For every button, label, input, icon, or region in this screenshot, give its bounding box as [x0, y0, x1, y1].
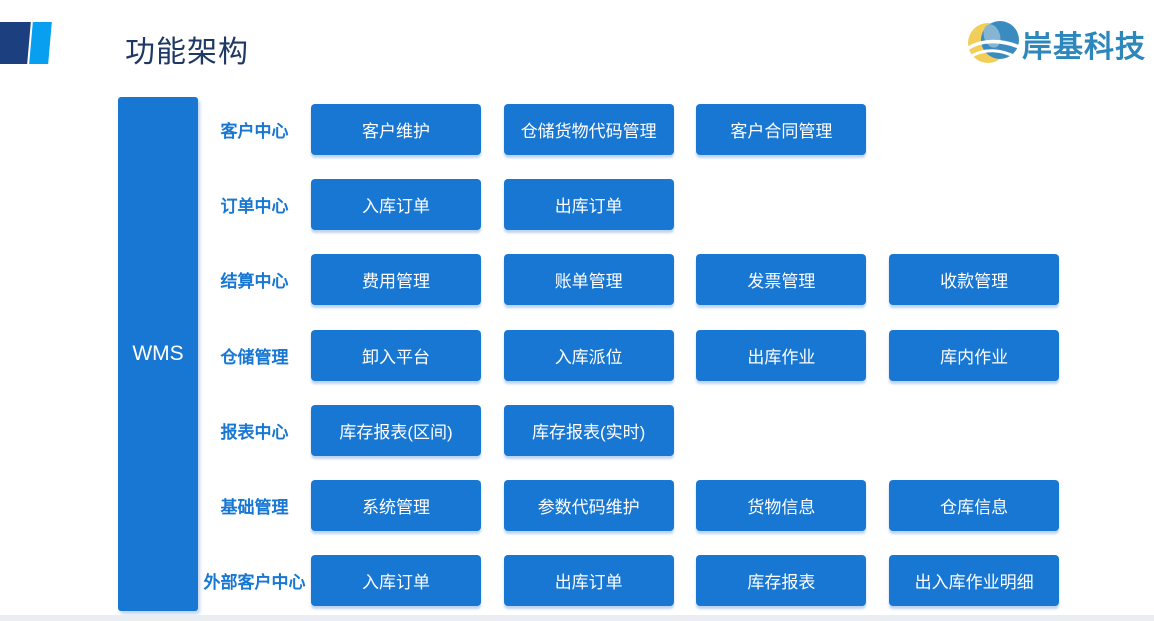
diagram-rows: 客户中心客户维护仓储货物代码管理客户合同管理订单中心入库订单出库订单结算中心费用…	[198, 97, 1078, 611]
page-title: 功能架构	[125, 36, 249, 69]
diagram-row: 基础管理 系统管理参数代码维护货物信息仓库信息	[198, 480, 1078, 531]
module-box: 发票管理	[696, 254, 867, 306]
category-label: 仓储管理	[220, 347, 289, 367]
module-box: 客户维护	[311, 104, 481, 155]
module-box: 仓储货物代码管理	[503, 104, 674, 155]
category-label: 外部客户中心	[203, 573, 306, 593]
category-label: 订单中心	[220, 197, 289, 217]
diagram-row: 订单中心 入库订单出库订单	[198, 179, 1078, 231]
diagram-row: 报表中心 库存报表(区间) 库存报表(实时)	[198, 404, 1078, 456]
module-box: 库内作业	[889, 329, 1060, 381]
accent-bar-light	[29, 22, 52, 64]
module-box: 出入库作业明细	[889, 555, 1060, 607]
module-box: 系统管理	[311, 480, 481, 531]
module-box: 出库订单	[503, 179, 674, 231]
diagram-row: 结算中心 费用管理账单管理发票管理收款管理	[198, 254, 1078, 306]
diagram-row: 外部客户中心入库订单出库订单库存报表出入库作业明细	[198, 555, 1078, 607]
module-box: 客户合同管理	[696, 104, 867, 155]
module-box: 出库订单	[503, 555, 674, 607]
module-box: 库存报表(实时)	[503, 404, 674, 456]
module-box: 费用管理	[311, 254, 481, 306]
module-box: 收款管理	[889, 254, 1060, 306]
category-label: 报表中心	[220, 422, 289, 442]
architecture-diagram: WMS 客户中心客户维护仓储货物代码管理客户合同管理订单中心入库订单出库订单结算…	[118, 97, 1078, 611]
module-box: 库存报表	[696, 555, 867, 607]
company-logo-text: 岸基科技	[1022, 31, 1146, 64]
module-box: 参数代码维护	[503, 480, 674, 531]
module-box: 仓库信息	[889, 480, 1060, 531]
diagram-row: 客户中心 客户维护仓储货物代码管理客户合同管理	[198, 104, 1078, 155]
company-logo: 岸基科技	[965, 15, 1146, 74]
diagram-row: 仓储管理 卸入平台入库派位出库作业库内作业	[198, 329, 1078, 381]
wms-root-node: WMS	[118, 97, 198, 611]
wms-root-label: WMS	[132, 342, 184, 365]
category-label: 客户中心	[220, 122, 289, 141]
module-box: 入库订单	[311, 179, 481, 231]
logo-globe-icon	[965, 15, 1021, 74]
category-label: 基础管理	[220, 498, 289, 517]
footer-strip	[0, 615, 1154, 621]
module-box: 账单管理	[503, 254, 674, 306]
module-box: 入库派位	[503, 329, 674, 381]
module-box: 卸入平台	[311, 329, 481, 381]
category-label: 结算中心	[220, 272, 289, 292]
module-box: 货物信息	[696, 480, 867, 531]
module-box: 库存报表(区间)	[311, 404, 481, 456]
module-box: 出库作业	[696, 329, 867, 381]
module-box: 入库订单	[311, 555, 481, 607]
accent-bar-dark	[0, 22, 31, 64]
